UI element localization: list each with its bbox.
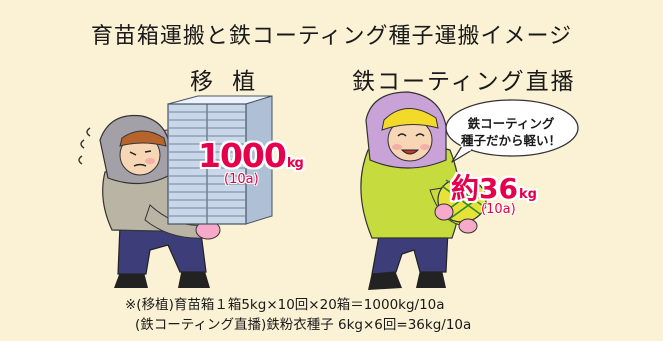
heading-direct-seeding: 鉄コーティング直播 [352, 69, 576, 95]
diagram-title: 育苗箱運搬と鉄コーティング種子運搬イメージ [90, 24, 573, 49]
footnote-direct-seeding: (鉄コーティング直播)鉄粉衣種子 6kg×6回=36kg/10a [135, 317, 472, 333]
seedling-box-stack [167, 95, 273, 225]
direct-seeding-area: (10a) [481, 202, 516, 217]
direct-seeding-weight: 約36kg [451, 172, 537, 205]
bubble-text: 鉄コーティング 種子だから軽い！ [460, 116, 561, 148]
transplant-weight: 1000kg [198, 136, 304, 175]
heading-transplant: 移 植 [190, 69, 262, 95]
right-farmer-figure [360, 91, 487, 290]
transplant-area: (10a) [224, 172, 259, 187]
footnote-transplant: ※(移植)育苗箱１箱5kg×10回×20箱＝1000kg/10a [125, 297, 445, 313]
speech-bubble [445, 99, 579, 163]
